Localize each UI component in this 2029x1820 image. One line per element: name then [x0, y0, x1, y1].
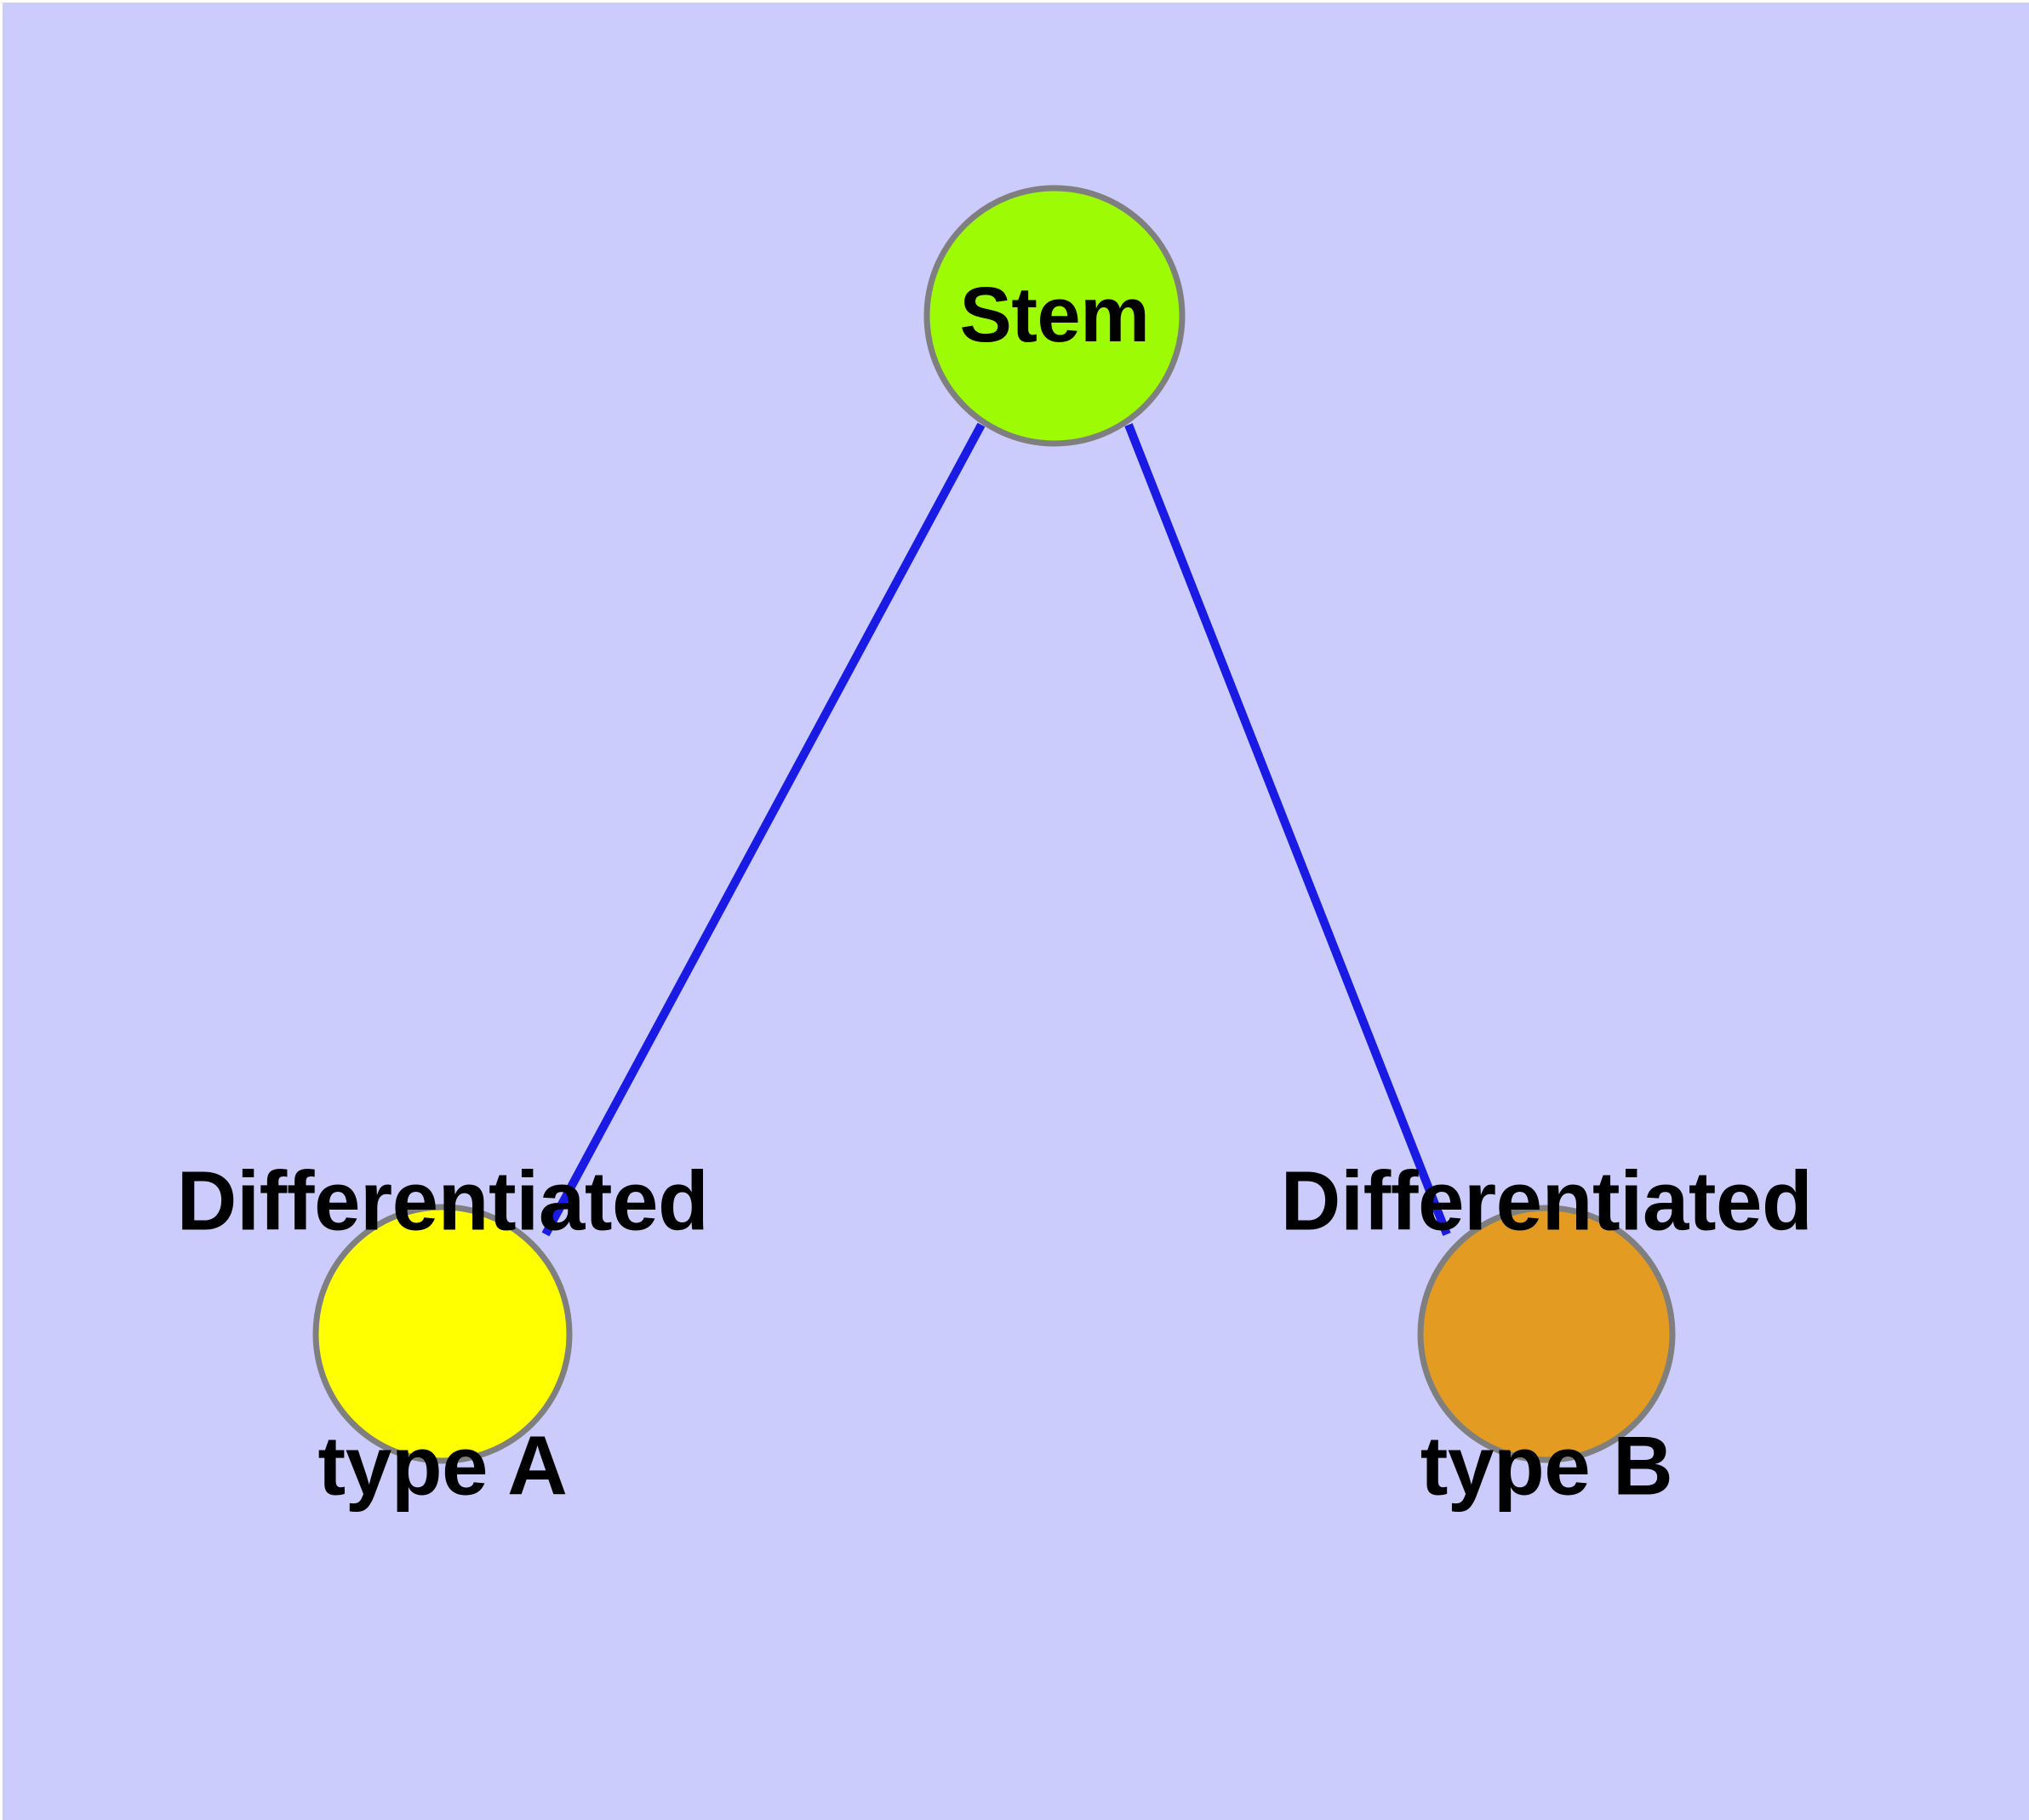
node-differentiated-type-b[interactable]	[1417, 1205, 1676, 1463]
node-layer	[312, 185, 1676, 1464]
node-stem[interactable]	[923, 185, 1186, 447]
edge-layer	[541, 422, 1451, 1237]
edge-stem-to-type-a	[541, 422, 986, 1237]
edge-stem-to-type-b	[1124, 423, 1451, 1236]
node-differentiated-type-a[interactable]	[312, 1204, 573, 1464]
